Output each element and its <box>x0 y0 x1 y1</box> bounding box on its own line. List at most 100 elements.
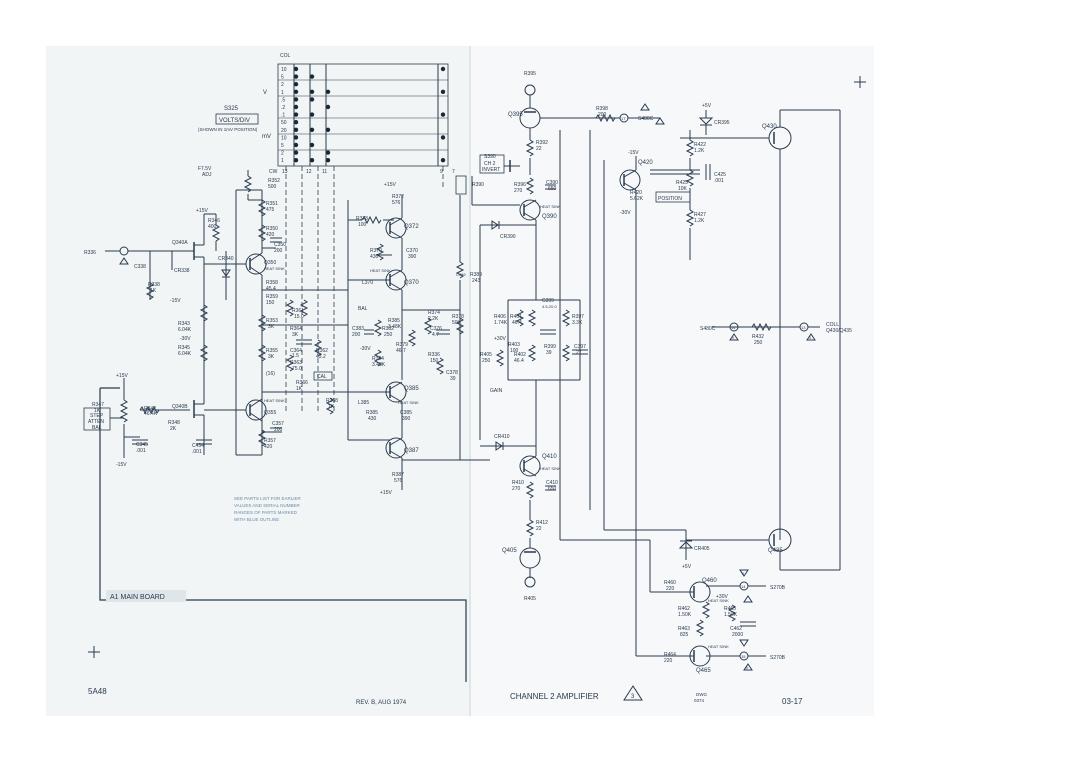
switch-contact-dot <box>309 142 315 148</box>
c338-label: C338 <box>134 264 146 270</box>
r348-label: R348 <box>168 420 180 426</box>
r346-value: 400 <box>208 224 217 230</box>
r348-value: 2K <box>170 426 177 432</box>
m15-label-1: -15V <box>170 298 181 304</box>
p15-label-2: +15V <box>116 373 128 379</box>
c399-label: C399 <box>542 298 554 304</box>
r368-label: R368 <box>326 398 338 404</box>
c376-value: 4.7 <box>432 332 439 338</box>
r387-value: 576 <box>394 478 403 484</box>
page-number: 03-17 <box>782 697 803 706</box>
r432-label: R432 <box>752 334 764 340</box>
right-sheet <box>470 46 874 716</box>
adj-label2: ADJ <box>202 172 212 178</box>
step-label-2: ATTEN <box>88 419 104 425</box>
switch-title: VOLTS/DIV <box>219 118 250 124</box>
q355-heat-sink: HEAT SINK <box>264 398 285 403</box>
q465-label: Q465 <box>696 668 711 674</box>
output-stage <box>479 84 841 671</box>
p15-label-3: +15V <box>384 182 396 188</box>
r345-label: R345 <box>178 345 190 351</box>
c364-value: 1.5 <box>292 353 299 359</box>
r379-value: 46.7 <box>396 348 406 354</box>
left-sheet <box>46 46 470 716</box>
q460-heat-sink: HEAT SINK <box>708 598 729 603</box>
cal-label: CAL <box>317 374 327 380</box>
switch-contact-dot <box>440 112 446 117</box>
c462-label: C462 <box>730 626 742 632</box>
r342-label: R342 <box>144 406 156 412</box>
r350-label: R350 <box>266 226 278 232</box>
r403-value: 100 <box>510 348 519 354</box>
r358-label: R358 <box>266 280 278 286</box>
t14b-label: 14 <box>741 584 746 589</box>
r460-value: 220 <box>666 586 675 592</box>
q435-label: Q435 <box>768 548 783 554</box>
s480c-label: S480C <box>638 116 654 122</box>
switch-note: (SHOWN IN 1mV POSITION) <box>198 127 258 132</box>
switch-contact-dot <box>293 66 299 72</box>
r336b-value: 150 <box>430 358 439 364</box>
l385-label: L385 <box>358 400 369 406</box>
switch-contact-dot <box>309 97 315 102</box>
switch-position-label: 5 <box>281 75 284 81</box>
r401-value: 46.4 <box>512 320 522 326</box>
t13-label: 13 <box>801 325 806 330</box>
r343-value: 6.04K <box>178 327 192 333</box>
main-board-label: A1 MAIN BOARD <box>110 594 165 601</box>
q385-label: Q385 <box>404 386 419 392</box>
c390-label: C390 <box>546 180 558 186</box>
r387-label: R387 <box>392 472 404 478</box>
l370-label: L370 <box>362 280 373 286</box>
switch-position-label: .1 <box>281 113 285 119</box>
switch-contact-dot <box>293 127 299 132</box>
r336b-label: R336 <box>428 352 440 358</box>
q385-heat-sink: HEAT SINK <box>398 400 419 405</box>
s480c-label-2: S480C <box>700 326 716 332</box>
r355-value: 3K <box>268 354 275 360</box>
r347-value: 1K <box>94 408 101 414</box>
switch-contact-dot <box>440 89 446 95</box>
r363-label: R363 <box>290 360 302 366</box>
switch-position-label: .2 <box>281 105 285 111</box>
switch-contact-dot <box>309 112 315 117</box>
c425-value: .001 <box>714 178 724 184</box>
s390-invert: INVERT <box>482 167 500 173</box>
q390-label: Q390 <box>542 214 557 220</box>
r401-label: R401 <box>510 314 522 320</box>
switch-position-label: 50 <box>281 120 287 126</box>
switch-contact-dot <box>293 112 299 117</box>
switch-contact-dot <box>293 89 299 95</box>
r366-label: R366 <box>296 380 308 386</box>
r420-value: 5.62K <box>630 196 644 202</box>
r359-label: R359 <box>266 294 278 300</box>
switch-position-label: 20 <box>281 128 287 134</box>
adj-name: R352 <box>268 178 280 184</box>
r378b-value: 50K <box>452 320 462 326</box>
s270b-label-1: S270B <box>770 585 786 591</box>
r420-label: R420 <box>630 190 642 196</box>
r350-value: 420 <box>266 232 275 238</box>
r363-value: 75.0 <box>292 366 302 372</box>
t17-label: 17 <box>621 116 626 121</box>
r465-label: R465 <box>724 606 736 612</box>
r338-value: 1K <box>150 288 157 294</box>
r422-value: 1.2K <box>694 148 705 154</box>
main-board-tag <box>106 590 186 602</box>
switch-contact-dot <box>293 120 299 125</box>
r346-label: R346 <box>208 218 220 224</box>
r351-value: 475 <box>266 207 275 213</box>
r427-value: 1.2K <box>694 218 705 224</box>
q460-label: Q460 <box>702 578 717 584</box>
note-line-1: SEE PARTS LIST FOR EARLIER <box>234 496 302 501</box>
r384-label: R384 <box>372 356 384 362</box>
c350-value: 200 <box>274 248 283 254</box>
tri5-label: 5 <box>742 572 744 576</box>
adj-value: 500 <box>268 184 277 190</box>
c410-value: 650 <box>548 486 557 492</box>
r392-label: R392 <box>536 140 548 146</box>
p15-label-4: +15V <box>380 490 392 496</box>
switch-position-label: 10 <box>281 67 287 73</box>
switch-contact-dot <box>309 127 315 132</box>
